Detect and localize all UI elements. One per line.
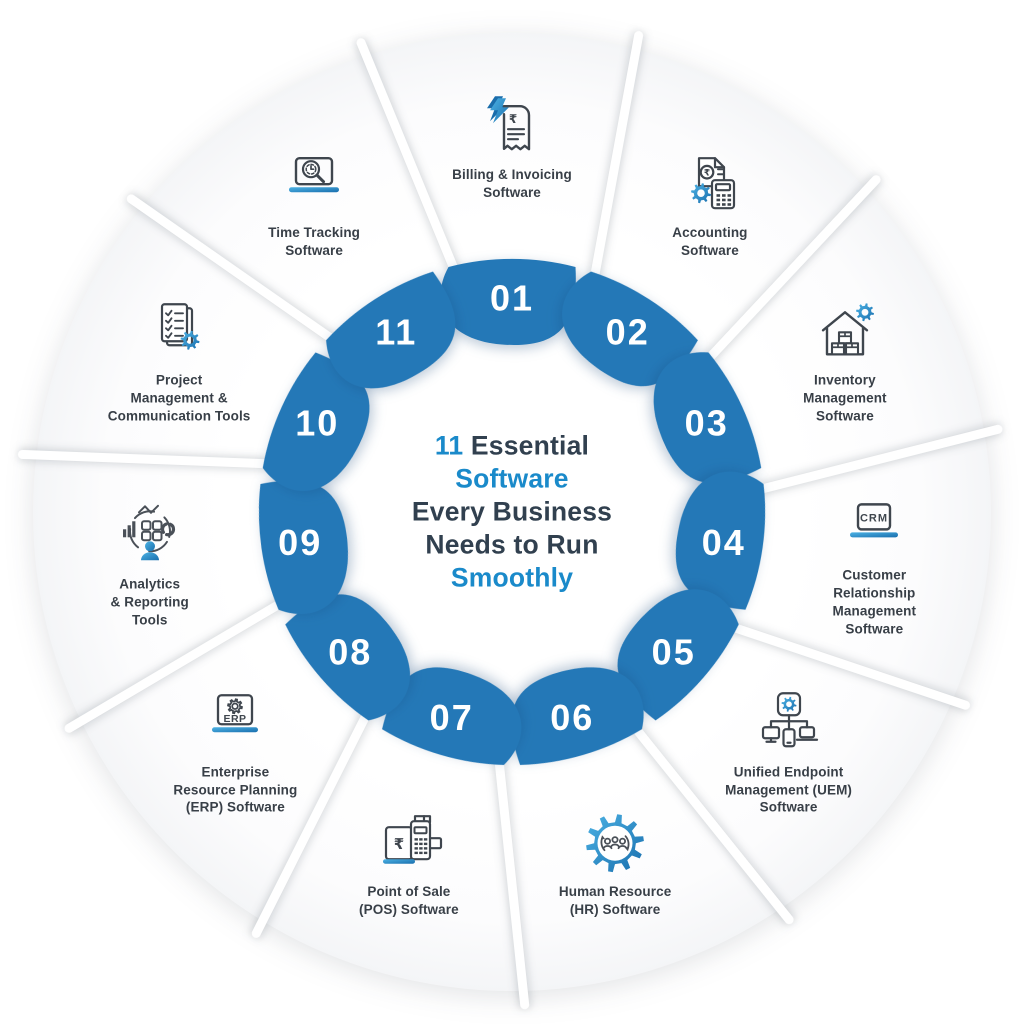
sector-divider [730,623,971,710]
sector-divider [632,725,794,925]
petal [440,258,576,345]
sector-divider [590,31,644,280]
petal [653,352,762,484]
title-line: Software [352,463,672,496]
wheel-disc [33,33,991,991]
petal [326,271,456,389]
petal [617,589,739,721]
title-line: 11 Essential [352,430,672,463]
petal [382,667,522,765]
petal-number: 01 [490,278,534,319]
petal-number: 10 [295,403,339,444]
sector-divider [705,175,881,362]
petal [675,471,766,610]
sector-divider [17,449,270,469]
petal-number: 06 [550,697,594,738]
sector-divider [251,711,371,938]
title-word: Needs to Run [425,529,599,560]
petal-number: 03 [685,403,729,444]
sector-divider [757,424,1003,494]
title-line: Needs to Run [352,529,672,562]
petal [262,352,370,491]
petal-number: 09 [278,522,322,563]
title-count: 11 [434,430,471,461]
petal [562,271,698,387]
petal-number: 04 [702,522,746,563]
title-line: Smoothly [352,562,672,595]
title-word: Essential [470,430,590,461]
center-title: 11 Essential Software Every Business Nee… [352,430,672,595]
petal [285,594,410,721]
sector-divider [494,758,530,1010]
sector-divider [356,38,458,272]
petal [258,480,348,614]
petal-number: 11 [375,312,417,353]
title-word: Smoothly [450,562,574,593]
sector-divider [64,600,283,733]
title-word: Every Business [411,496,613,527]
petal-number: 05 [652,632,696,673]
petal-number: 07 [430,697,474,738]
title-word: Software [455,463,569,494]
petal-number: 02 [606,312,650,353]
petal [511,667,644,765]
sector-divider [126,194,336,343]
title-line: Every Business [352,496,672,529]
petal-number: 08 [328,632,372,673]
